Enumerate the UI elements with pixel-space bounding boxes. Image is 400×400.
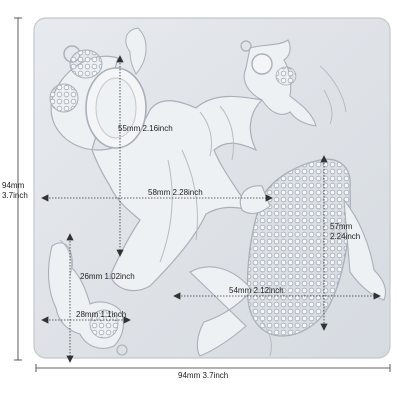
goldfish-large-width-label: 58mm 2.28inch xyxy=(148,188,203,197)
koi-height-label-mm: 57mm xyxy=(330,222,353,231)
overall-height-label-in: 3.7inch xyxy=(2,191,28,200)
small-fish-width-label: 28mm 1.1inch xyxy=(76,310,127,319)
goldfish-small-top-right-cavity xyxy=(240,39,347,127)
goldfish-large-height-label: 55mm 2.16inch xyxy=(118,124,173,133)
dimension-lines xyxy=(14,17,391,372)
koi-cavity xyxy=(189,158,387,357)
goldfish-large-cavity xyxy=(49,27,264,292)
small-fish-height-label: 26mm 1.02inch xyxy=(80,272,135,281)
overall-height-label-mm: 94mm xyxy=(2,181,25,190)
goldfish-small-bottom-left-cavity xyxy=(48,239,128,356)
koi-height-label-in: 2.24inch xyxy=(330,232,361,241)
overall-width-label: 94mm 3.7inch xyxy=(178,371,229,380)
koi-width-label: 54mm 2.12inch xyxy=(229,286,284,295)
